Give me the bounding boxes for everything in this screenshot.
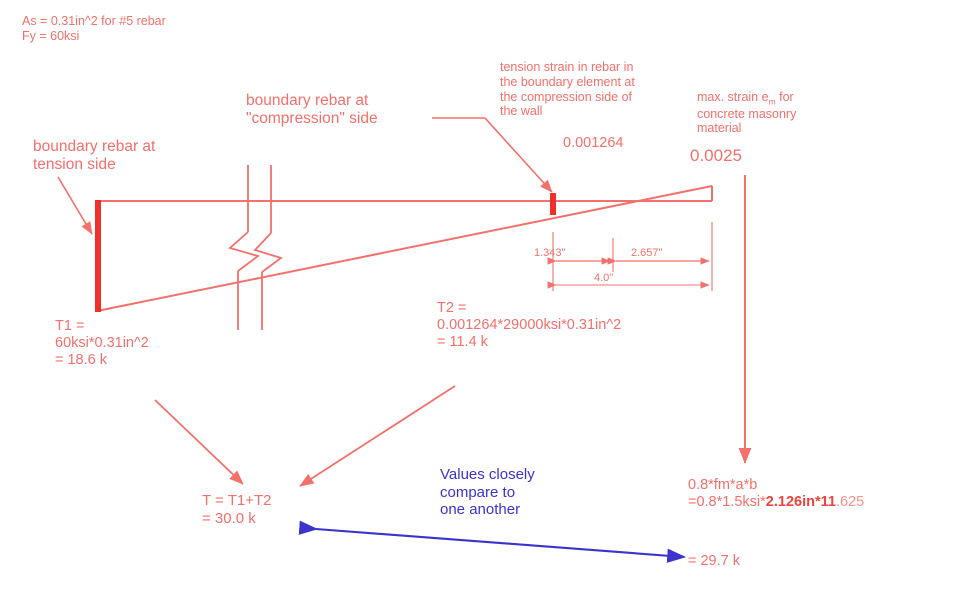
tension-strain-value: 0.001264 xyxy=(563,135,624,151)
dimension-right-segment: 2.657" xyxy=(631,247,663,259)
compression-force-result: = 29.7 k xyxy=(688,553,740,569)
compression-force-equation: 0.8*fm*a*b =0.8*1.5ksi*2.126in*11.625 xyxy=(688,477,864,511)
t2-equation: T2 = 0.001264*29000ksi*0.31in^2 = 11.4 k xyxy=(437,300,622,351)
tension-label-leader xyxy=(57,176,93,235)
compression-eq-decimal: .625 xyxy=(835,494,865,511)
tension-rebar-bar xyxy=(95,200,101,312)
compression-eq-middle: *11 xyxy=(814,494,836,511)
compression-eq-depth: 2.126in xyxy=(765,494,815,511)
break-symbol xyxy=(228,165,283,330)
compression-label-leader xyxy=(432,117,553,193)
max-strain-note-part3: concrete masonry material xyxy=(697,106,797,136)
tension-strain-note: tension strain in rebar in the boundary … xyxy=(500,60,635,119)
total-tension-equation: T = T1+T2 = 30.0 k xyxy=(202,492,272,527)
strain-wedge xyxy=(96,185,713,312)
t2-to-sum-arrow xyxy=(299,385,456,487)
max-strain-note-part1: max. strain e xyxy=(697,90,769,104)
dimension-total: 4.0" xyxy=(594,272,614,284)
comparison-double-arrow xyxy=(298,520,687,563)
dimension-left-segment: 1.343" xyxy=(534,247,566,259)
comparison-note: Values closely compare to one another xyxy=(440,466,535,519)
compression-eq-line1: 0.8*fm*a*b xyxy=(688,477,758,493)
tension-rebar-label: boundary rebar at tension side xyxy=(33,138,156,174)
compression-rebar-label: boundary rebar at "compression" side xyxy=(246,92,378,128)
compression-eq-prefix: =0.8*1.5ksi* xyxy=(688,494,766,511)
max-strain-subscript: m xyxy=(768,96,776,107)
compression-rebar-bar xyxy=(550,193,556,215)
t1-to-sum-arrow xyxy=(154,399,244,485)
max-strain-note-part2: for xyxy=(775,90,794,104)
material-properties-note: As = 0.31in^2 for #5 rebar Fy = 60ksi xyxy=(22,14,166,43)
max-strain-value: 0.0025 xyxy=(690,146,742,165)
max-strain-note: max. strain em for concrete masonry mate… xyxy=(697,90,796,136)
t1-equation: T1 = 60ksi*0.31in^2 = 18.6 k xyxy=(55,318,149,369)
